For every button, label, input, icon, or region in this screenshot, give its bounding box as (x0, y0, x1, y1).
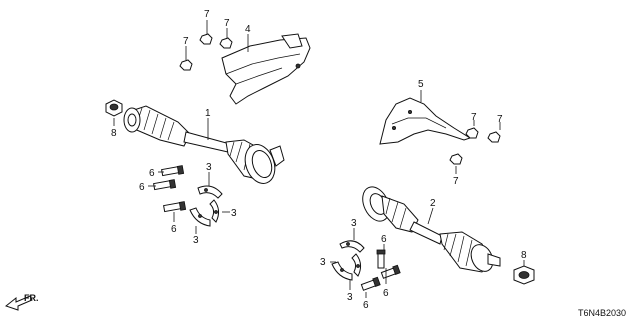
callouts: 7 7 7 4 8 1 6 6 3 3 3 6 5 7 7 7 2 3 6 3 … (111, 9, 527, 311)
callout-7: 7 (204, 9, 210, 20)
nut-7-c (179, 59, 193, 71)
bolt-6-a (161, 165, 185, 177)
callout-6: 6 (381, 234, 387, 245)
callout-6: 6 (149, 168, 155, 179)
callout-8: 8 (521, 250, 527, 261)
callout-3: 3 (347, 292, 353, 303)
callout-7: 7 (471, 112, 477, 123)
flange-nut-8-upper (105, 99, 123, 117)
callout-3: 3 (351, 218, 357, 229)
callout-6: 6 (363, 300, 369, 311)
flange-nut-8-lower (513, 265, 535, 285)
nut-7-e (487, 131, 501, 143)
nut-7-d (465, 127, 479, 139)
callout-3: 3 (193, 235, 199, 246)
callout-8: 8 (111, 128, 117, 139)
retainer-plate-3-upper (189, 185, 223, 227)
callout-7: 7 (183, 36, 189, 47)
callout-7: 7 (453, 176, 459, 187)
front-label: FR. (24, 293, 39, 303)
bolt-6-c (163, 201, 187, 213)
bolt-6-e (360, 276, 381, 291)
callout-6: 6 (383, 288, 389, 299)
front-direction-arrow: FR. (4, 293, 39, 311)
callout-6: 6 (171, 224, 177, 235)
callout-7: 7 (224, 18, 230, 29)
heat-shield-4 (221, 33, 311, 105)
callout-7: 7 (497, 114, 503, 125)
callout-1: 1 (205, 108, 211, 119)
nut-7-b (219, 37, 233, 49)
drive-shaft-1 (123, 105, 285, 184)
callout-3: 3 (320, 257, 326, 268)
retainer-plate-3-lower (331, 240, 365, 281)
leader-lines (113, 20, 525, 298)
callout-3: 3 (206, 162, 212, 173)
callout-2: 2 (430, 198, 436, 209)
heat-shield-5 (379, 97, 472, 145)
nut-7-a (199, 33, 213, 45)
bolt-6-d (376, 249, 386, 269)
nut-7-f (449, 153, 463, 165)
bolt-6-f (380, 264, 401, 279)
callout-4: 4 (245, 24, 251, 35)
callout-3: 3 (231, 208, 237, 219)
callout-5: 5 (418, 79, 424, 90)
bolt-6-b (153, 179, 177, 191)
drive-shaft-2 (362, 186, 501, 273)
diagram-code: T6N4B2030 (578, 308, 626, 318)
callout-6: 6 (139, 182, 145, 193)
